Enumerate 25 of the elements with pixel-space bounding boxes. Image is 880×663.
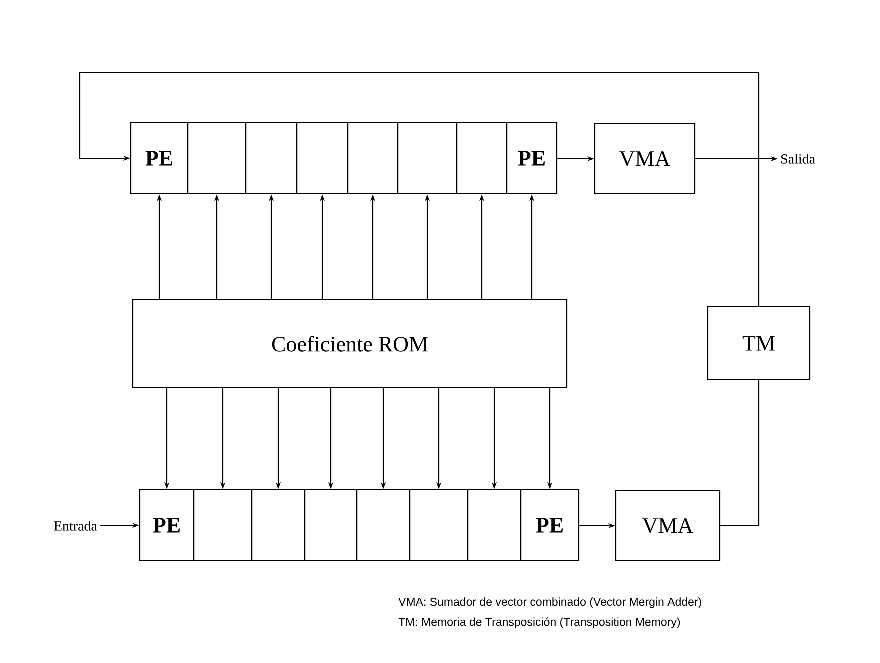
note-text: TM: Memoria de Transposición (Transposition Memory): [398, 618, 680, 628]
empty-cell: [397, 122, 458, 195]
process-box: PE: [139, 489, 195, 562]
process-box: PE: [506, 122, 558, 195]
text-label: Salida: [782, 154, 816, 164]
empty-cell: [187, 122, 247, 195]
note-text: VMA: Sumador de vector combinado (Vector Mergin Adder): [398, 598, 702, 608]
empty-cell: [193, 489, 253, 562]
empty-cell: [456, 122, 508, 195]
empty-cell: [467, 489, 522, 562]
empty-cell: [356, 489, 411, 562]
process-box: VMA: [594, 123, 696, 195]
process-box: TM: [707, 306, 811, 381]
arrow: [79, 72, 760, 306]
empty-cell: [251, 489, 306, 562]
empty-cell: [304, 489, 358, 562]
rom-box: Coeficiente ROM: [132, 299, 568, 389]
empty-cell: [245, 122, 298, 195]
process-box: PE: [130, 122, 189, 195]
empty-cell: [409, 489, 469, 562]
process-box: PE: [520, 489, 580, 562]
empty-cell: [296, 122, 349, 195]
process-box: VMA: [615, 490, 721, 562]
empty-cell: [347, 122, 399, 195]
text-label: Entrada: [54, 521, 98, 531]
